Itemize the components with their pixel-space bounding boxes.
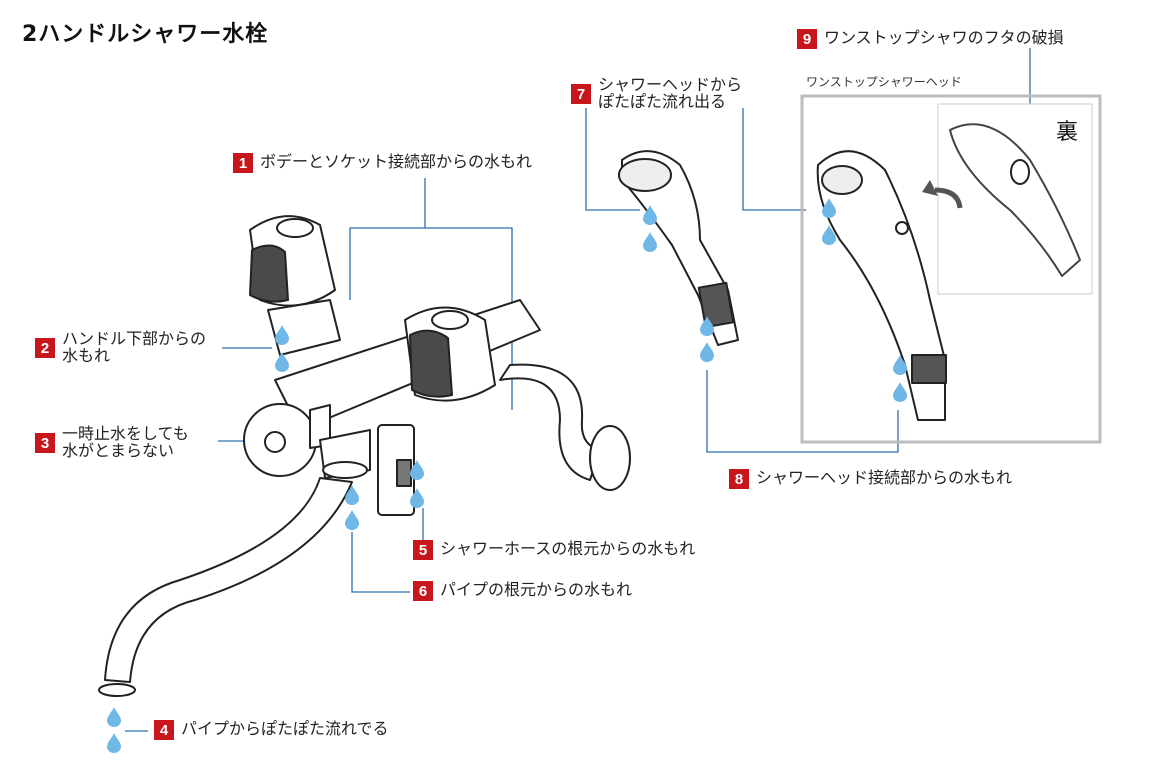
callout-6: 6 パイプの根元からの水もれ (413, 581, 632, 601)
callout-7: 7 シャワーヘッドから ぽたぽた流れ出る (571, 76, 742, 110)
callout-text: パイプからぽたぽた流れでる (181, 719, 389, 738)
callout-number: 9 (797, 29, 817, 49)
callout-3: 3 一時止水をしても 水がとまらない (35, 425, 189, 459)
callout-number: 4 (154, 720, 174, 740)
rotate-arrow (934, 187, 963, 209)
callout-number: 8 (729, 469, 749, 489)
callout-text: ハンドル下部からの (62, 329, 207, 348)
callout-text: シャワーホースの根元からの水もれ (440, 539, 696, 558)
page-title: 2ハンドルシャワー水栓 (22, 22, 269, 47)
callout-4: 4 パイプからぽたぽた流れでる (154, 720, 389, 740)
faucet-body (98, 215, 631, 697)
callout-text: ボデーとソケット接続部からの水もれ (260, 152, 533, 171)
callout-2: 2 ハンドル下部からの 水もれ (35, 330, 206, 364)
callout-text: 水がとまらない (62, 441, 175, 460)
shower-head (618, 150, 739, 346)
rotate-arrow-head (922, 180, 938, 196)
callout-text: 水もれ (62, 346, 111, 365)
callout-text: ぽたぽた流れ出る (598, 92, 727, 111)
inset-frame (800, 94, 1102, 444)
callout-text: 一時止水をしても (62, 424, 189, 443)
callout-9: 9 ワンストップシャワのフタの破損 (797, 29, 1064, 49)
callout-5: 5 シャワーホースの根元からの水もれ (413, 540, 695, 560)
inset-label: ワンストップシャワーヘッド (806, 75, 962, 89)
callout-text: シャワーヘッド接続部からの水もれ (756, 468, 1013, 487)
callout-8: 8 シャワーヘッド接続部からの水もれ (729, 469, 1012, 489)
one-stop-shower-head (816, 123, 1081, 421)
back-view-label: 裏 (1056, 120, 1079, 145)
callout-number: 1 (233, 153, 253, 173)
callout-number: 6 (413, 581, 433, 601)
callout-number: 7 (571, 84, 591, 104)
callout-number: 3 (35, 433, 55, 453)
callout-number: 5 (413, 540, 433, 560)
callout-number: 2 (35, 338, 55, 358)
callout-text: パイプの根元からの水もれ (440, 580, 633, 599)
callout-text: ワンストップシャワのフタの破損 (824, 28, 1064, 47)
callout-text: シャワーヘッドから (598, 75, 743, 94)
callout-1: 1 ボデーとソケット接続部からの水もれ (233, 153, 532, 173)
